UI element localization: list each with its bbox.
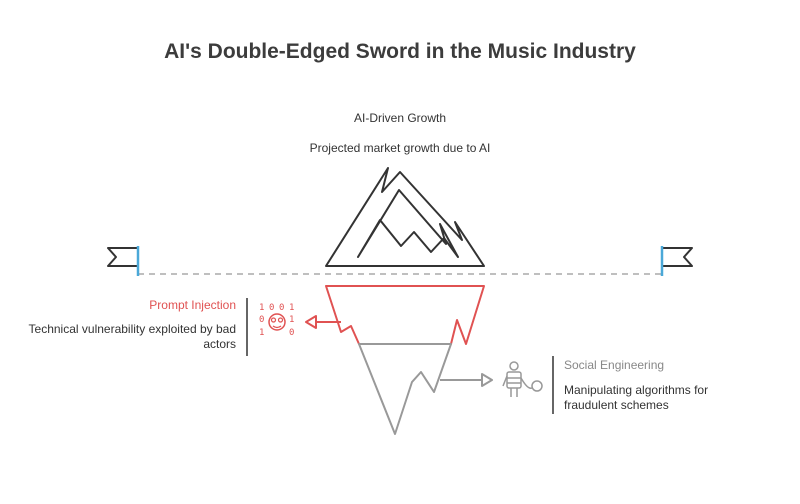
right-flag-icon [660, 246, 693, 276]
binary-face-icon: 1 0 0 1 0 1 1 0 [259, 303, 294, 338]
prompt-injection-arrow [305, 315, 341, 329]
puppet-robot-icon [502, 361, 543, 397]
iceberg-deep-section [358, 343, 452, 435]
growth-description: Projected market growth due to AI [309, 141, 491, 155]
prompt-injection-block: Prompt Injection Technical vulnerability… [20, 298, 236, 352]
binary-digit: 0 [269, 303, 274, 313]
binary-digit: 1 [259, 303, 264, 313]
prompt-injection-description: Technical vulnerability exploited by bad… [28, 322, 236, 351]
binary-digit: 0 [289, 328, 294, 338]
growth-heading: AI-Driven Growth [353, 111, 447, 125]
social-engineering-arrow [440, 373, 493, 387]
social-engineering-description: Manipulating algorithms for fraudulent s… [564, 383, 709, 412]
social-engineering-block: Social Engineering Manipulating algorith… [564, 358, 764, 413]
social-engineering-heading: Social Engineering [564, 358, 665, 372]
iceberg-tip [325, 167, 485, 267]
binary-digit: 1 [259, 328, 264, 338]
left-flag-icon [107, 246, 140, 276]
binary-digit: 0 [259, 315, 264, 325]
binary-digit: 0 [279, 303, 284, 313]
page-title: AI's Double-Edged Sword in the Music Ind… [164, 40, 636, 63]
binary-digit: 1 [289, 303, 294, 313]
binary-digit: 1 [289, 315, 294, 325]
prompt-injection-heading: Prompt Injection [149, 298, 236, 312]
iceberg-red-band [325, 285, 485, 345]
